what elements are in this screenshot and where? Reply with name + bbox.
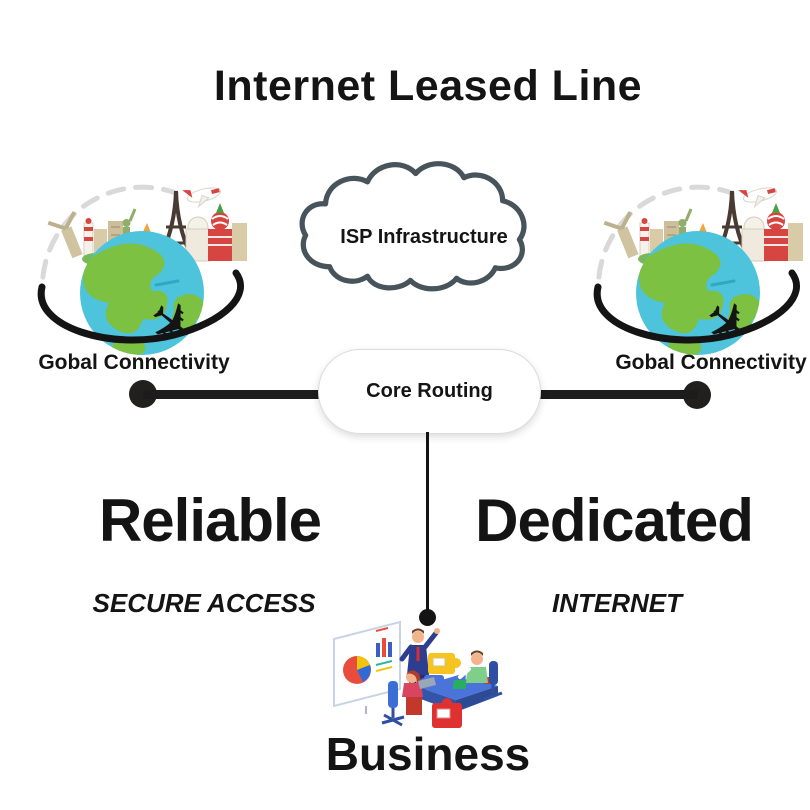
globe-label-left: Gobal Connectivity — [38, 351, 230, 374]
feature-heading-dedicated: Dedicated — [475, 487, 754, 554]
seated-man — [458, 650, 503, 701]
drop-line — [426, 432, 429, 612]
globe-sphere — [80, 231, 204, 355]
feature-heading-reliable: Reliable — [98, 487, 322, 554]
isp-cloud-label: ISP Infrastructure — [340, 226, 508, 248]
dashed-orbit-arc — [595, 184, 735, 308]
small-red-plane-icon — [738, 187, 778, 209]
globe-icon: ✈ — [37, 184, 247, 361]
connector-line-right — [536, 390, 698, 399]
drop-line-endpoint — [419, 609, 436, 626]
globe-icon: ✈ — [593, 184, 803, 361]
orbit-swoosh — [37, 269, 244, 344]
skyscraper — [788, 223, 803, 261]
business-illustration — [326, 615, 510, 743]
small-red-plane-icon — [182, 187, 222, 209]
business-label: Business — [325, 728, 531, 780]
skyscraper — [232, 223, 247, 261]
core-routing-label: Core Routing — [366, 380, 493, 402]
dashed-orbit-arc — [39, 184, 179, 308]
st-basils-cathedral — [208, 203, 232, 261]
feature-subheading-internet: INTERNET — [552, 588, 682, 618]
core-routing-node: Core Routing — [318, 349, 541, 434]
presentation-board — [333, 620, 401, 714]
seated-woman — [381, 670, 436, 727]
globe-illustration-right: ✈ — [582, 165, 810, 361]
feature-subheading-secure-access: SECURE ACCESS — [92, 588, 316, 618]
orbit-swoosh — [593, 269, 800, 344]
globe-sphere — [636, 231, 760, 355]
business-meeting-icon — [333, 620, 503, 728]
page-title: Internet Leased Line — [213, 62, 643, 110]
globe-label-right: Gobal Connectivity — [615, 351, 807, 374]
globe-illustration-left: ✈ — [26, 165, 258, 361]
connector-line-left — [143, 390, 323, 399]
cloud-icon — [299, 161, 527, 292]
isp-cloud — [292, 147, 554, 309]
st-basils-cathedral — [764, 203, 788, 261]
